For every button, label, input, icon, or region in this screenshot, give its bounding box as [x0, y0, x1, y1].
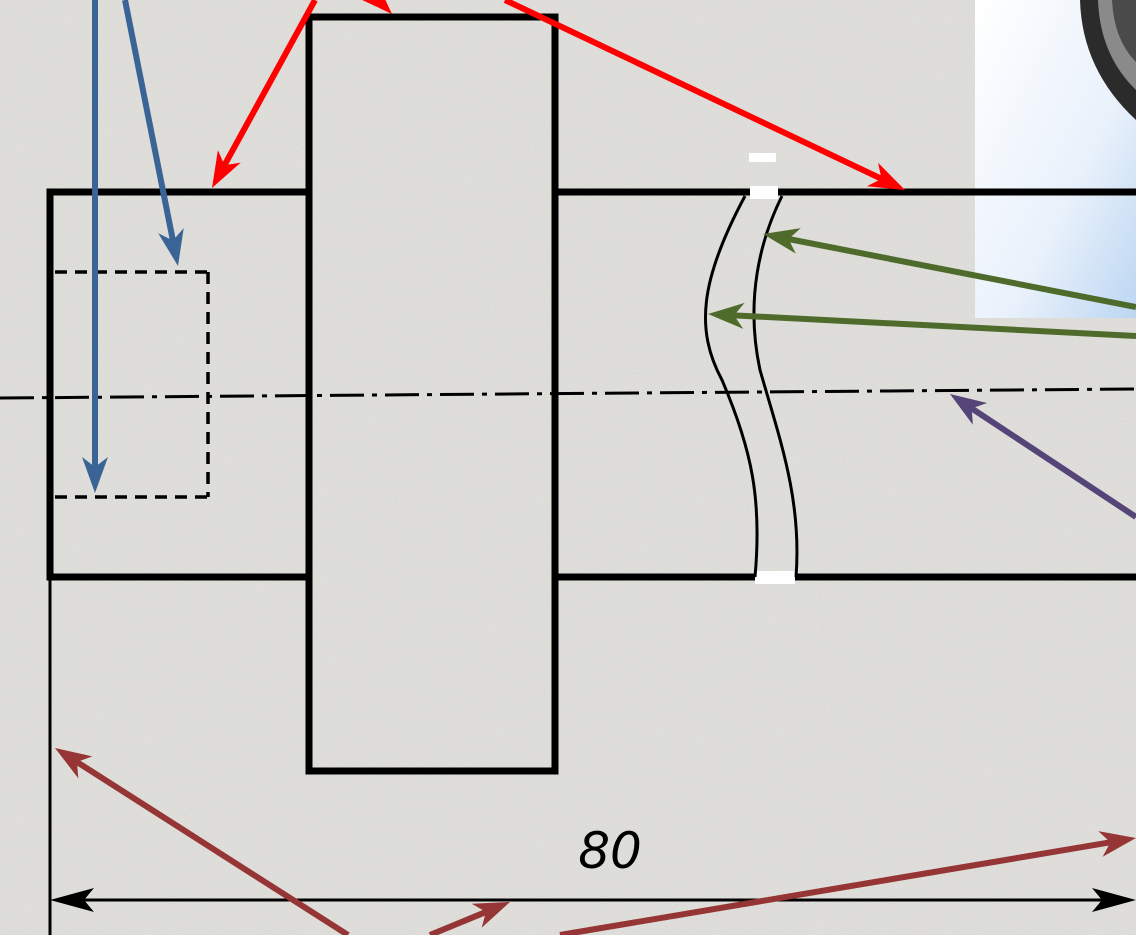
green-arrow-1-head [763, 228, 801, 254]
green-arrow-1 [763, 228, 1136, 310]
darkred-arrow-3-shaft [559, 839, 1111, 935]
photo-inset [975, 0, 1136, 318]
left-shaft-section [46, 188, 307, 581]
dimension: 80 [48, 577, 1136, 935]
darkred-arrow-1-head [55, 748, 93, 779]
break-gaps [749, 153, 795, 584]
red-arrow-1 [212, 0, 318, 188]
dimension-arrowhead-left [50, 888, 94, 912]
break-lines [703, 195, 799, 578]
annotation-arrows [55, 0, 1136, 935]
blue-arrow-2 [122, 0, 184, 266]
red-arrow-3-head [866, 162, 905, 190]
red-arrow-2-head [362, 0, 392, 14]
darkred-arrow-3-head [1098, 831, 1136, 857]
blue-arrow-2-shaft [122, 0, 176, 242]
break-line-left [703, 195, 759, 578]
blue-arrow-1-head [82, 457, 108, 493]
green-arrow-2-shaft [733, 312, 1136, 339]
darkred-arrow-2-head [471, 902, 510, 928]
break-line-right [752, 195, 799, 578]
centerline [0, 387, 1136, 400]
darkred-arrow-1-shaft [75, 759, 350, 935]
darkred-arrow-2-shaft [428, 909, 488, 935]
red-arrow-3-shaft [503, 0, 883, 182]
green-arrow-2 [708, 302, 1136, 339]
red-arrow-2 [362, 0, 392, 14]
red-arrow-1-head [212, 150, 241, 188]
darkred-arrow-3 [559, 831, 1136, 935]
hidden-hole [55, 270, 210, 499]
purple-arrow-shaft [970, 405, 1136, 520]
red-arrow-1-shaft [221, 0, 318, 167]
dimension-value: 80 [578, 822, 642, 880]
green-arrow-1-shaft [787, 236, 1136, 310]
darkred-arrow-1 [55, 748, 350, 935]
dimension-arrowhead-right [1092, 888, 1136, 912]
red-arrow-3 [503, 0, 905, 190]
purple-arrow [950, 394, 1136, 520]
blue-arrow-1 [82, 0, 108, 493]
purple-arrow-head [950, 394, 988, 425]
darkred-arrow-2 [428, 902, 510, 935]
blue-arrow-2-head [158, 228, 184, 266]
green-arrow-2-head [708, 302, 745, 329]
